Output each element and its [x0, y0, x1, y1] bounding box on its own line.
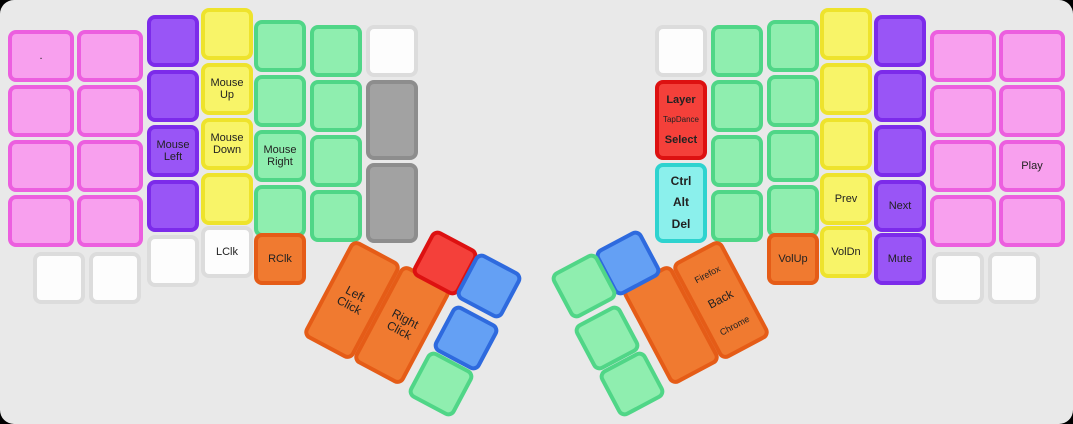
key-label: Chrome [718, 313, 751, 338]
key-blank[interactable] [366, 163, 418, 243]
key-blank[interactable] [820, 63, 872, 115]
key-label: Back [705, 286, 736, 312]
key-label: Ctrl [670, 173, 692, 188]
key-blank[interactable] [711, 135, 763, 187]
key-blank[interactable] [77, 140, 143, 192]
key-label: Mouse Down [210, 131, 244, 156]
key-blank[interactable] [310, 25, 362, 77]
key-blank[interactable] [8, 85, 74, 137]
key-label: Mouse Up [210, 76, 244, 101]
key-blank[interactable] [930, 85, 996, 137]
key-blank[interactable] [77, 195, 143, 247]
key-label: Mute [887, 252, 913, 265]
key-mouse-right[interactable]: Mouse Right [254, 130, 306, 182]
key-next[interactable]: Next [874, 180, 926, 232]
key-label: LClk [215, 245, 238, 258]
key-blank[interactable] [254, 75, 306, 127]
key-label: Prev [834, 192, 858, 205]
key-blank[interactable] [930, 195, 996, 247]
key-prev[interactable]: Prev [820, 173, 872, 225]
key-blank[interactable] [201, 8, 253, 60]
key-blank[interactable] [767, 75, 819, 127]
key-blank[interactable] [655, 25, 707, 77]
key-label: Del [671, 216, 691, 231]
key-label: Left Click [334, 282, 368, 318]
key-blank[interactable] [988, 252, 1040, 304]
key-blank[interactable] [147, 70, 199, 122]
key-mouse-left[interactable]: Mouse Left [147, 125, 199, 177]
key-blank[interactable] [147, 15, 199, 67]
key-blank[interactable] [77, 85, 143, 137]
key-blank[interactable] [711, 190, 763, 242]
key-blank[interactable] [820, 8, 872, 60]
key-label: VolUp [778, 252, 808, 265]
key-label: RClk [268, 252, 292, 265]
key-blank[interactable] [930, 140, 996, 192]
key-label: . [39, 49, 43, 62]
key-volup[interactable]: VolUp [767, 233, 819, 285]
key-label: Layer [666, 93, 696, 106]
key-blank[interactable] [874, 125, 926, 177]
key-blank[interactable] [874, 70, 926, 122]
key-label: Select [664, 134, 698, 147]
key-blank[interactable] [89, 252, 141, 304]
key-blank[interactable] [767, 20, 819, 72]
key-blank[interactable] [147, 235, 199, 287]
key-blank[interactable] [932, 252, 984, 304]
key-label: Next [888, 199, 912, 212]
key-label: Right Click [384, 305, 422, 343]
key-blank[interactable] [767, 130, 819, 182]
key-blank[interactable] [33, 252, 85, 304]
key-mute[interactable]: Mute [874, 233, 926, 285]
key-blank[interactable] [767, 185, 819, 237]
key-blank[interactable] [77, 30, 143, 82]
key-blank[interactable] [999, 30, 1065, 82]
key-label: Alt [673, 195, 689, 210]
key-blank[interactable] [254, 20, 306, 72]
key-blank[interactable] [711, 80, 763, 132]
key-label: Play [1021, 159, 1043, 172]
key-blank[interactable] [310, 80, 362, 132]
key-dot[interactable]: . [8, 30, 74, 82]
key-blank[interactable] [999, 195, 1065, 247]
key-label: Firefox [692, 263, 722, 286]
key-blank[interactable] [820, 118, 872, 170]
key-label: VolDn [831, 245, 861, 258]
key-lclk[interactable]: LClk [201, 226, 253, 278]
key-blank[interactable] [711, 25, 763, 77]
key-blank[interactable] [254, 185, 306, 237]
key-label: Mouse Right [263, 143, 297, 168]
key-blank[interactable] [930, 30, 996, 82]
key-blank[interactable] [310, 190, 362, 242]
key-blank[interactable] [366, 80, 418, 160]
key-blank[interactable] [874, 15, 926, 67]
key-label: TapDance [662, 114, 700, 124]
key-blank[interactable] [999, 85, 1065, 137]
key-blank[interactable] [147, 180, 199, 232]
key-blank[interactable] [366, 25, 418, 77]
key-voldn[interactable]: VolDn [820, 226, 872, 278]
key-rclk[interactable]: RClk [254, 233, 306, 285]
key-mouse-up[interactable]: Mouse Up [201, 63, 253, 115]
key-mouse-down[interactable]: Mouse Down [201, 118, 253, 170]
key-play[interactable]: Play [999, 140, 1065, 192]
key-blank[interactable] [310, 135, 362, 187]
key-blank[interactable] [8, 195, 74, 247]
key-blank[interactable] [201, 173, 253, 225]
key-label: Mouse Left [156, 138, 190, 163]
key-blank[interactable] [8, 140, 74, 192]
